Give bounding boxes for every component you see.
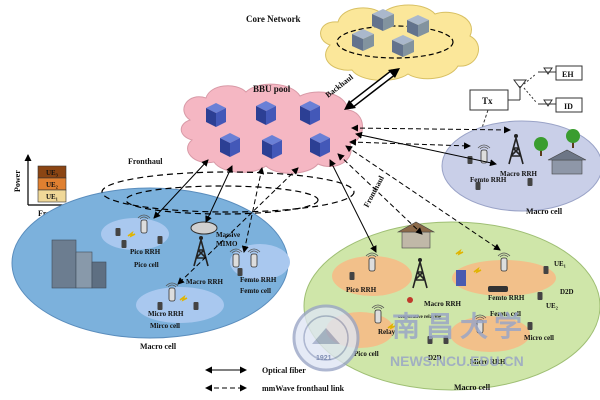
bbu-server-icon (256, 101, 276, 125)
br-ue2-label: UE₂ (546, 302, 558, 310)
phone-icon (157, 236, 163, 244)
br-pico-cell-label: Pico cell (354, 350, 379, 358)
left-micro-rrh-label: Micro RRH (148, 310, 184, 318)
tr-macro-cell-label: Macro cell (526, 207, 563, 216)
house-icon (547, 149, 587, 175)
watermark-chinese: 南昌大学 (392, 310, 528, 342)
br-relay-label: Relay (378, 328, 396, 336)
bbu-pool-label: BBU pool (253, 84, 291, 94)
university-seal (292, 304, 360, 372)
ue1-band-label: UE₁ (46, 193, 58, 201)
phone-icon (543, 266, 549, 274)
bbu-server-icon (220, 133, 240, 157)
phone-icon (467, 156, 473, 164)
legend-optical-label: Optical fiber (262, 366, 306, 375)
backhaul-link (344, 68, 400, 110)
br-macro-rrh-label: Macro RRH (424, 300, 462, 308)
left-micro-cell-label: Mirco cell (150, 322, 180, 330)
br-femto-rrh-label: Femto RRH (488, 294, 525, 302)
tree-icon (534, 129, 580, 156)
bbu-server-icon (262, 135, 282, 159)
br-ue1-label: UE₁ (554, 260, 566, 268)
fronthaul-right-label: Fronthaul (362, 174, 387, 209)
br-micro-rrh-label: Micro RRH (470, 358, 506, 366)
br-co-ue-label: cooperative relaying (398, 315, 442, 320)
bbu-pool-cloud (180, 83, 363, 174)
id-label: ID (564, 102, 573, 111)
left-femto-rrh-label: Femto RRH (240, 276, 277, 284)
bbu-server-icon (300, 101, 320, 125)
tx-label: Tx (482, 96, 493, 106)
building-icon (51, 239, 107, 289)
left-femto-cell-label: Femto cell (240, 287, 271, 295)
watermark-url: NEWS.NCU.EDU.CN (390, 353, 524, 369)
br-femto-cell-label: Femto cell (490, 310, 521, 318)
phone-icon (157, 302, 163, 310)
tr-femto-rrh-label: Femto RRH (470, 176, 507, 184)
relay-node-icon (407, 297, 413, 303)
legend (205, 366, 247, 392)
legend-mmwave-label: mmWave fronthaul link (262, 384, 345, 393)
phone-icon (121, 240, 127, 248)
br-micro-cell-label: Micro cell (524, 334, 554, 342)
core-network-label: Core Network (246, 14, 301, 24)
br-pico-rrh-label: Pico RRH (346, 286, 377, 294)
fronthaul-left-label: Fronthaul (128, 157, 163, 166)
bbu-server-icon (310, 133, 330, 157)
phone-icon (193, 302, 199, 310)
phone-icon (115, 228, 121, 236)
left-pico-cell-label: Pico cell (134, 261, 159, 269)
backhaul-label: Backhaul (324, 72, 356, 100)
phone-icon (349, 272, 355, 280)
top-right-macro-cell (441, 120, 600, 212)
br-d2d-label-a: D2D (560, 288, 574, 296)
ue3-band-label: UE₃ (46, 169, 58, 177)
ue2-band-label: UE₂ (46, 181, 58, 189)
left-macro-cell-label: Macro cell (140, 342, 177, 351)
br-d2d-label-b: D2D (428, 354, 442, 362)
phone-icon (527, 322, 533, 330)
left-macro-rrh-label: Macro RRH (186, 278, 224, 286)
phone-icon (537, 292, 543, 300)
power-axis-label: Power (13, 170, 22, 192)
fronthaul-links (153, 124, 511, 285)
car-icon (488, 286, 508, 292)
tr-macro-rrh-label: Macro RRH (500, 170, 538, 178)
left-pico-rrh-label: Pico RRH (130, 248, 161, 256)
br-macro-cell-label: Macro cell (454, 383, 491, 392)
femto-box-icon (456, 270, 466, 286)
core-network-cloud (320, 4, 480, 81)
eh-label: EH (562, 70, 574, 79)
phone-icon (237, 268, 243, 276)
left-massive-label-2: MIMO (216, 240, 238, 248)
phone-icon (527, 178, 533, 186)
bbu-server-icon (206, 103, 226, 127)
seal-year: 1921 (316, 355, 332, 362)
swipt-inset (469, 65, 583, 141)
